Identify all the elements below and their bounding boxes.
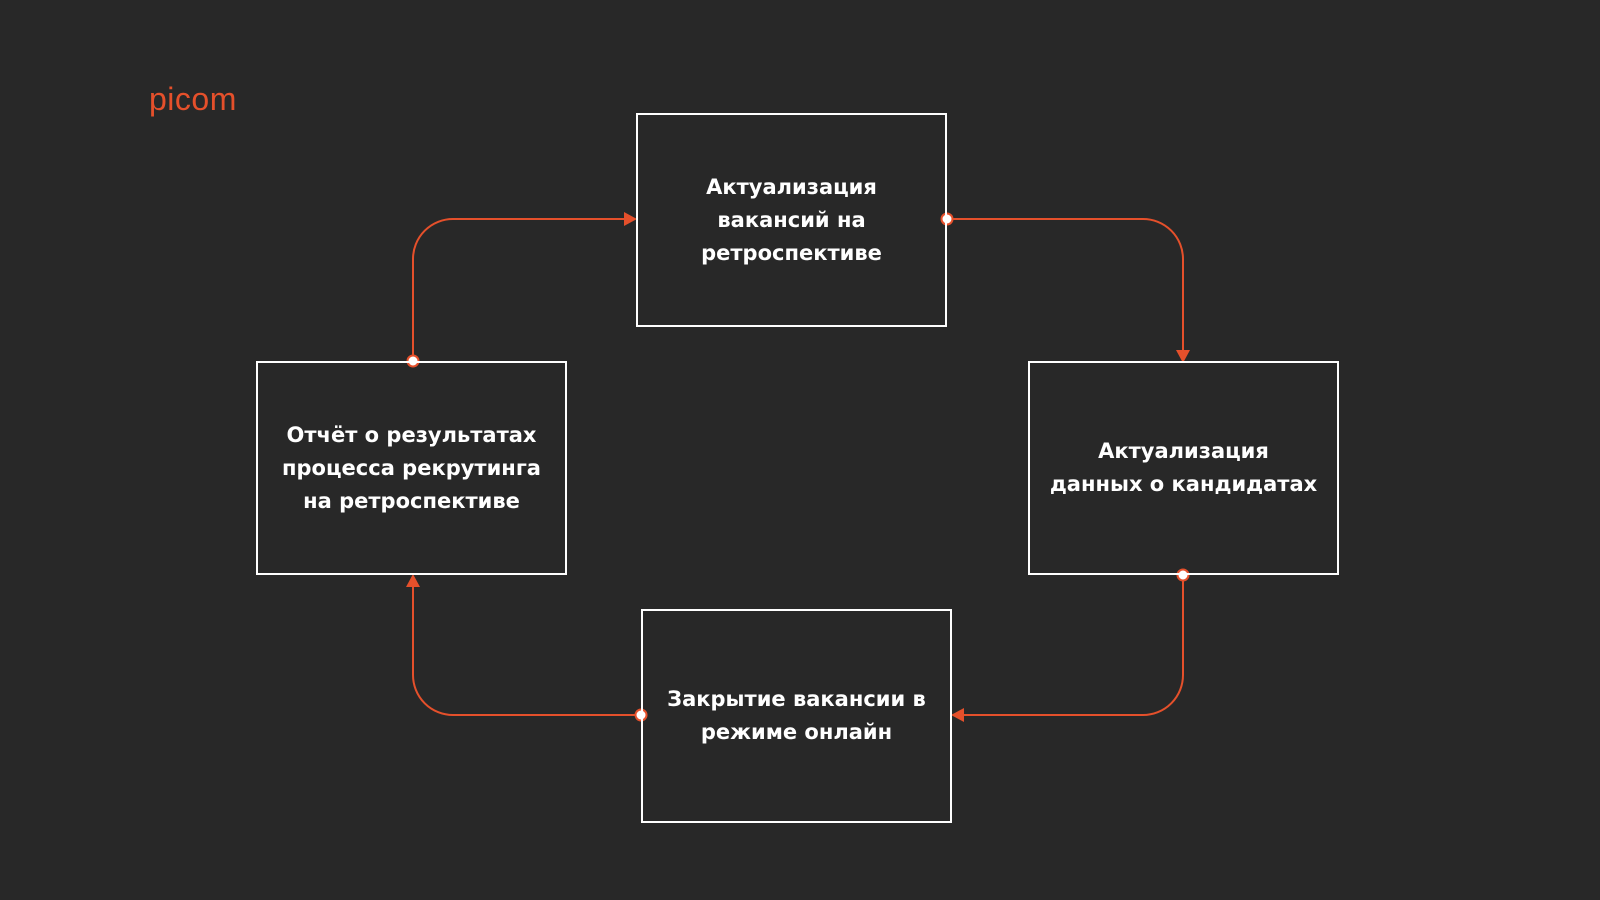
arrowhead-into-left-box xyxy=(406,574,420,587)
arrowhead-into-right-box xyxy=(1176,350,1190,363)
node-vacancy-closing-label: Закрытие вакансии в режиме онлайн xyxy=(667,687,926,744)
edge-top-to-right xyxy=(947,218,1184,355)
arrowhead-into-top-box xyxy=(624,212,637,226)
node-vacancy-update-label: Актуализация вакансий на ретроспективе xyxy=(701,174,882,265)
edge-right-to-bottom xyxy=(958,575,1184,716)
node-vacancy-update: Актуализация вакансий на ретроспективе xyxy=(636,113,947,327)
edge-start-dot-right xyxy=(1176,568,1190,582)
arrowhead-into-bottom-box xyxy=(951,708,964,722)
node-vacancy-closing: Закрытие вакансии в режиме онлайн xyxy=(641,609,952,823)
node-recruiting-report: Отчёт о результатах процесса рекрутинга … xyxy=(256,361,567,575)
node-candidate-data-update: Актуализация данных о кандидатах xyxy=(1028,361,1339,575)
picom-logo: picom xyxy=(149,81,237,117)
node-candidate-data-update-label: Актуализация данных о кандидатах xyxy=(1049,439,1318,496)
edge-start-dot-top xyxy=(940,212,954,226)
edge-left-to-top xyxy=(412,218,630,361)
node-recruiting-report-label: Отчёт о результатах процесса рекрутинга … xyxy=(282,422,541,513)
edge-bottom-to-left xyxy=(412,581,641,716)
